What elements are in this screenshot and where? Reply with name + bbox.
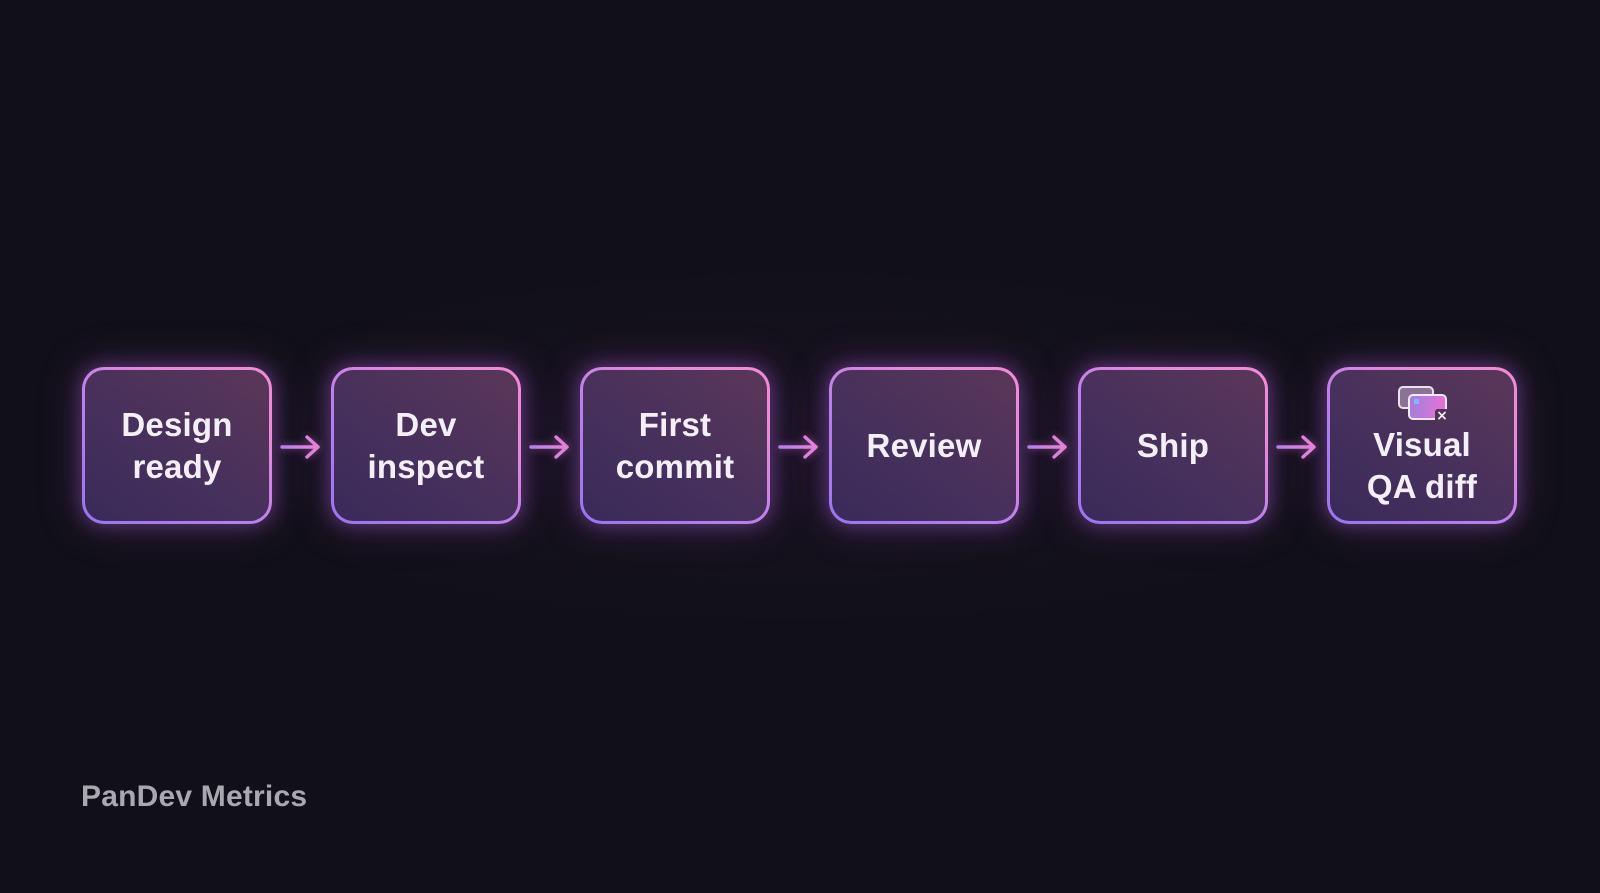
- window-dot: [1414, 399, 1419, 404]
- brand-footer: PanDev Metrics: [81, 780, 308, 813]
- step-box: First commit: [583, 370, 767, 521]
- step-box: × Visual QA diff: [1330, 370, 1514, 521]
- step-label: Review: [866, 426, 982, 464]
- step-review: Review: [829, 367, 1019, 524]
- step-label: Visual QA diff: [1366, 426, 1478, 505]
- step-label: Ship: [1136, 426, 1210, 464]
- arrow-right-icon: [529, 434, 571, 460]
- visual-diff-windows-icon: ×: [1396, 384, 1449, 424]
- step-dev-inspect: Dev inspect: [331, 367, 521, 524]
- step-box: Ship: [1081, 370, 1265, 521]
- step-design-ready: Design ready: [82, 367, 272, 524]
- close-x-icon: ×: [1435, 408, 1449, 424]
- step-box: Dev inspect: [334, 370, 518, 521]
- step-ship: Ship: [1078, 367, 1268, 524]
- arrow-right-icon: [778, 434, 820, 460]
- step-visual-qa-diff: × Visual QA diff: [1327, 367, 1517, 524]
- arrow-right-icon: [1027, 434, 1069, 460]
- step-box: Design ready: [85, 370, 269, 521]
- arrow-right-icon: [1276, 434, 1318, 460]
- step-first-commit: First commit: [580, 367, 770, 524]
- step-label: First commit: [615, 405, 735, 485]
- step-label: Design ready: [121, 405, 233, 485]
- arrow-right-icon: [280, 434, 322, 460]
- step-box: Review: [832, 370, 1016, 521]
- step-label: Dev inspect: [367, 405, 485, 485]
